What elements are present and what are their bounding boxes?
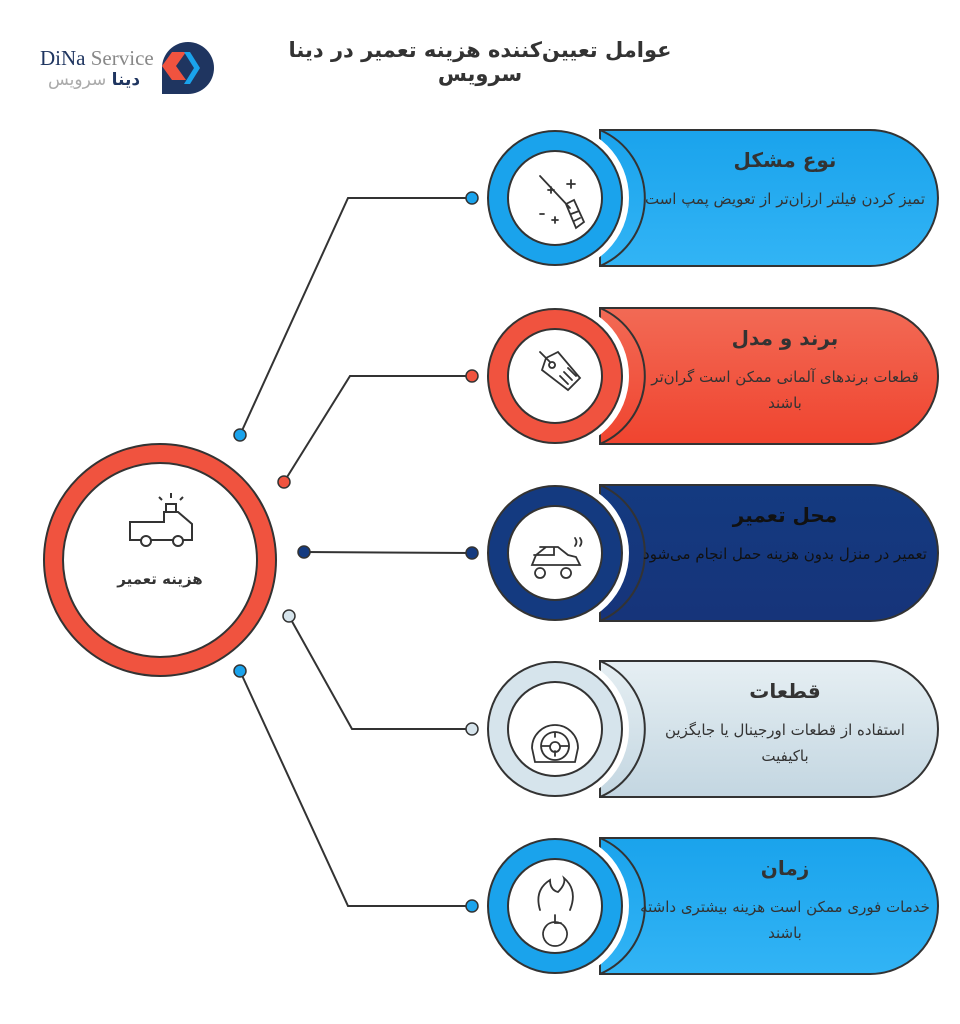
icon-inner: [507, 505, 603, 601]
connector-dot-left: [297, 545, 311, 559]
logo-text-fa: دینا سرویس: [48, 70, 140, 90]
factor-card: [481, 479, 939, 627]
card-gap-edge: [599, 660, 646, 798]
card-title: قطعات: [749, 679, 821, 703]
logo-en-1: DiNa: [40, 46, 86, 70]
factor-card: [481, 302, 939, 450]
card-gap-edge: [599, 307, 646, 445]
card-title: محل تعمیر: [732, 503, 838, 527]
card-text: نوع مشکل تمیز کردن فیلتر ارزان‌تر از تعوی…: [640, 148, 930, 212]
card-gap-edge: [599, 129, 646, 267]
tire-icon: [531, 724, 579, 763]
card-description: تعمیر در منزل بدون هزینه حمل انجام می‌شو…: [643, 545, 927, 563]
card-pill: [599, 660, 939, 798]
card-title: زمان: [760, 856, 810, 880]
connector-dot-left: [233, 664, 247, 678]
connector-dot-right: [465, 722, 479, 736]
logo-mark: [162, 42, 214, 94]
connector-dot-left: [277, 475, 291, 489]
icon-inner: [507, 150, 603, 246]
logo-en-2: Service: [85, 46, 154, 70]
factor-card: [481, 124, 939, 272]
connector-dot-left: [233, 428, 247, 442]
card-pill: [599, 837, 939, 975]
center-inner: [62, 462, 258, 658]
price-tag-icon: [539, 350, 582, 392]
icon-inner: [507, 681, 603, 777]
connector-line: [303, 551, 473, 554]
connector-dot-right: [465, 191, 479, 205]
connector-dot-right: [465, 369, 479, 383]
card-gap-edge: [599, 837, 646, 975]
card-description: تمیز کردن فیلتر ارزان‌تر از تعویض پمپ اس…: [644, 190, 926, 208]
center-label: هزینه تعمیر: [117, 570, 203, 588]
logo-fa-1: دینا: [111, 70, 141, 90]
broom-icon: [539, 175, 586, 230]
car-icon: [530, 537, 583, 579]
connector-line: [239, 197, 472, 436]
connector-dot-left: [282, 609, 296, 623]
card-description: خدمات فوری ممکن است هزینه بیشتری داشته ب…: [640, 898, 930, 942]
connector-line: [288, 615, 472, 730]
factor-card: [481, 832, 939, 980]
connector-dot-right: [465, 546, 479, 560]
logo-text-en: DiNa Service: [40, 46, 154, 71]
card-title: برند و مدل: [731, 326, 839, 350]
icon-inner: [507, 858, 603, 954]
card-pill: [599, 484, 939, 622]
card-description: استفاده از قطعات اورجینال یا جایگزین باک…: [665, 721, 905, 765]
icon-inner: [507, 328, 603, 424]
card-title: نوع مشکل: [733, 148, 837, 172]
card-text: محل تعمیر تعمیر در منزل بدون هزینه حمل ان…: [640, 503, 930, 567]
page-title: عوامل تعیین‌کننده هزینه تعمیر در دینا سر…: [288, 38, 672, 86]
tow-truck-icon: [129, 493, 193, 547]
card-gap-edge: [599, 484, 646, 622]
connector-dot-right: [465, 899, 479, 913]
factor-card: [481, 655, 939, 803]
card-pill: [599, 129, 939, 267]
card-text: زمان خدمات فوری ممکن است هزینه بیشتری داش…: [640, 856, 930, 946]
connector-line: [283, 375, 472, 483]
fire-clock-icon: [537, 875, 574, 947]
logo-fa-2: سرویس: [48, 70, 112, 90]
card-description: قطعات برندهای آلمانی ممکن است گران‌تر با…: [651, 368, 919, 412]
card-pill: [599, 307, 939, 445]
card-text: برند و مدل قطعات برندهای آلمانی ممکن است …: [640, 326, 930, 416]
connector-line: [239, 670, 472, 907]
card-text: قطعات استفاده از قطعات اورجینال یا جایگزی…: [640, 679, 930, 769]
